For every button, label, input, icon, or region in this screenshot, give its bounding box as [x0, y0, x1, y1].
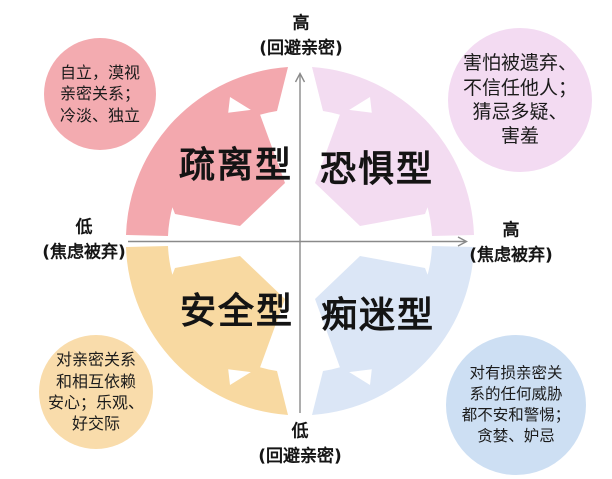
quadrant-label-fearful: 恐惧型 — [319, 149, 435, 190]
note-dismissive: 自立，漠视 亲密关系； 冷淡、独立 — [44, 38, 156, 150]
quadrant-label-dismissive: 疏离型 — [178, 145, 294, 186]
horizontal-axis-arrow-icon — [457, 236, 468, 247]
note-preoccupied: 对有损亲密关 系的任何威胁 都不安和警惕； 贪婪、妒忌 — [446, 335, 586, 475]
note-fearful: 害怕被遗弃、 不信任他人； 猜忌多疑、 害羞 — [448, 28, 592, 172]
axis-label-right: 高 (焦虑被弃) — [469, 220, 553, 265]
note-secure: 对亲密关系 和相互依赖 安心；乐观、 好交际 — [39, 335, 153, 449]
quadrant-label-preoccupied: 痴迷型 — [320, 295, 436, 336]
quadrant-label-secure: 安全型 — [179, 291, 295, 332]
axis-label-top: 高 (回避亲密) — [259, 13, 343, 58]
axis-label-bottom: 低 (回避亲密) — [258, 421, 342, 466]
axis-label-left: 低 (焦虑被弃) — [42, 217, 126, 262]
vertical-axis-arrow-icon — [294, 72, 306, 83]
